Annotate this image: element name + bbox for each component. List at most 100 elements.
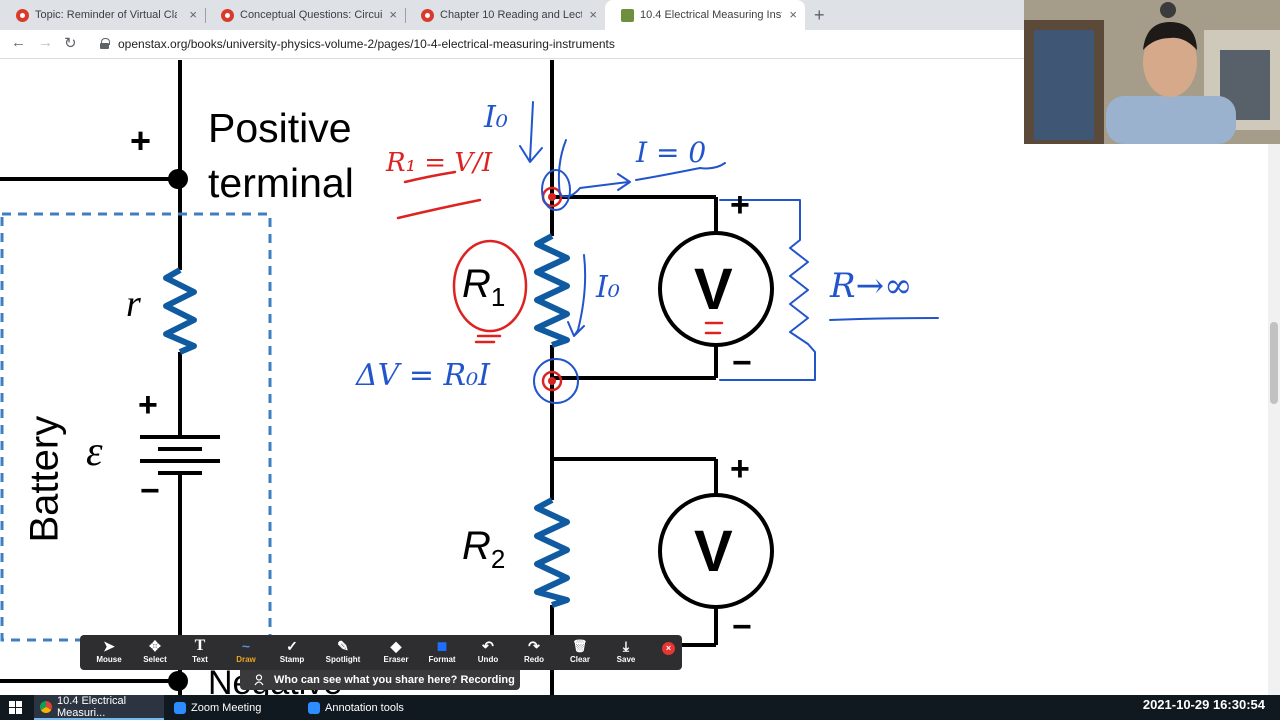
tab-title: 10.4 Electrical Measuring Instrum (640, 9, 782, 21)
eraser-tool-button[interactable]: ◆ Eraser (373, 637, 419, 669)
r2-subscript: 2 (490, 544, 506, 574)
chrome-icon (40, 700, 52, 713)
r2-letter: R (462, 524, 491, 568)
person-icon (254, 674, 264, 686)
canvas-logo-icon (16, 8, 29, 22)
voltmeter-1-minus: − (732, 344, 752, 382)
zoom-icon (308, 701, 320, 714)
close-icon[interactable]: × (789, 7, 797, 22)
tab-conceptual-questions[interactable]: Conceptual Questions: Circuits (F × (205, 0, 405, 30)
voltmeter-1-plus: + (730, 186, 750, 224)
positive-plus-sign: + (130, 120, 152, 161)
datetime-overlay: 2021-10-29 16:30:54 (1113, 697, 1273, 715)
windows-start-icon[interactable] (9, 701, 22, 714)
squiggle-pen-icon: ~ (241, 638, 251, 654)
canvas-logo-icon (221, 8, 234, 22)
save-tool-button[interactable]: ⤓ Save (603, 637, 649, 669)
new-tab-button[interactable]: + (814, 5, 825, 25)
format-tool-button[interactable]: ■ Format (419, 637, 465, 669)
windows-taskbar: 10.4 Electrical Measuri... Zoom Meeting … (0, 695, 1280, 720)
resistor-r2 (534, 497, 570, 608)
webcam-video (1024, 0, 1280, 144)
zoom-annotation-toolbar: ➤ Mouse ✥ Select T Text ~ Draw ✓ Stamp ✎… (80, 635, 682, 670)
node-dot-top (548, 193, 556, 201)
circuit-figure (0, 60, 939, 695)
voltmeter-2 (658, 493, 774, 609)
voltmeter-2-minus: − (732, 608, 752, 646)
voltmeter-2-plus: + (730, 450, 750, 488)
r2-label: R2 (462, 524, 505, 575)
mouse-pointer-icon: ➤ (103, 638, 115, 654)
mouse-tool-button[interactable]: ➤ Mouse (86, 637, 132, 669)
spotlight-wand-icon: ✎ (337, 638, 349, 654)
tool-label: Mouse (96, 655, 122, 664)
tab-separator (205, 8, 206, 23)
annotation-i0-side: I₀ (596, 270, 620, 305)
tool-label: Draw (236, 655, 256, 664)
annotation-i0-top: I₀ (484, 100, 508, 135)
battery-cell-symbol (140, 435, 220, 475)
tab-chapter-10[interactable]: Chapter 10 Reading and Lecture × (405, 0, 605, 30)
battery-dashed-box (0, 212, 272, 642)
lock-icon (100, 38, 110, 49)
tool-label: Save (616, 655, 636, 664)
r1-subscript: 1 (490, 282, 506, 312)
close-icon[interactable]: × (389, 7, 397, 22)
negative-terminal-node (168, 671, 188, 691)
tool-label: Undo (477, 655, 499, 664)
scrollbar-thumb[interactable] (1270, 322, 1278, 404)
close-toolbar-button[interactable]: × (662, 642, 675, 655)
move-arrows-icon: ✥ (149, 638, 161, 654)
forward-arrow-icon[interactable]: → (38, 34, 53, 51)
url-text[interactable]: openstax.org/books/university-physics-vo… (118, 37, 615, 51)
annotation-ohm-law: R₁ = V/I (386, 148, 493, 178)
zoom-icon (174, 701, 186, 714)
tool-label: Spotlight (325, 655, 361, 664)
draw-tool-button[interactable]: ~ Draw (223, 637, 269, 669)
page-scrollbar[interactable] (1268, 60, 1280, 695)
tool-label: Eraser (383, 655, 409, 664)
positive-terminal-label-line1: Positive (208, 105, 352, 151)
back-arrow-icon[interactable]: ← (11, 34, 26, 51)
tool-label: Text (192, 655, 208, 664)
r1-label: R1 (462, 262, 505, 313)
taskbar-item-label: Annotation tools (325, 701, 404, 714)
spotlight-tool-button[interactable]: ✎ Spotlight (320, 637, 366, 669)
taskbar-item-chrome[interactable]: 10.4 Electrical Measuri... (34, 695, 164, 720)
clear-tool-button[interactable]: 🗑 Clear (557, 637, 603, 669)
stamp-tool-button[interactable]: ✓ Stamp (269, 637, 315, 669)
emf-label: ε (86, 429, 103, 475)
close-icon[interactable]: × (589, 7, 597, 22)
battery-label: Battery (22, 415, 67, 543)
page-content: + Positive terminal r Battery ε + − R1 R… (0, 60, 1268, 695)
tool-label: Redo (524, 655, 544, 664)
positive-terminal-node (168, 169, 188, 189)
taskbar-item-zoom-meeting[interactable]: Zoom Meeting (168, 695, 298, 720)
canvas-logo-icon (421, 8, 434, 22)
battery-wiring (0, 60, 182, 695)
check-stamp-icon: ✓ (286, 638, 298, 654)
undo-arrow-icon: ↶ (482, 638, 494, 654)
share-recording-banner[interactable]: Who can see what you share here? Recordi… (240, 670, 520, 706)
redo-tool-button[interactable]: ↷ Redo (511, 637, 557, 669)
color-square-icon: ■ (436, 636, 448, 656)
text-tool-button[interactable]: T Text (177, 637, 223, 669)
taskbar-item-annotation-tools[interactable]: Annotation tools (302, 695, 432, 720)
close-icon[interactable]: × (189, 7, 197, 22)
positive-terminal-label-line2: terminal (208, 160, 354, 206)
reload-icon[interactable]: ↻ (64, 35, 77, 52)
trash-icon: 🗑 (572, 639, 588, 653)
select-tool-button[interactable]: ✥ Select (132, 637, 178, 669)
taskbar-item-label: 10.4 Electrical Measuri... (57, 694, 127, 719)
internal-resistance-label: r (126, 283, 141, 325)
voltmeter-1 (658, 231, 774, 347)
tab-electrical-measuring[interactable]: 10.4 Electrical Measuring Instrum × (605, 0, 805, 30)
voltmeter-2-label: V (694, 519, 733, 584)
tab-reminder[interactable]: Topic: Reminder of Virtual Class × (0, 0, 205, 30)
internal-resistor-r (163, 267, 197, 355)
openstax-book-icon (621, 8, 634, 22)
redo-arrow-icon: ↷ (528, 638, 540, 654)
node-dot-bottom (548, 377, 556, 385)
tab-title: Topic: Reminder of Virtual Class (35, 9, 177, 21)
undo-tool-button[interactable]: ↶ Undo (465, 637, 511, 669)
